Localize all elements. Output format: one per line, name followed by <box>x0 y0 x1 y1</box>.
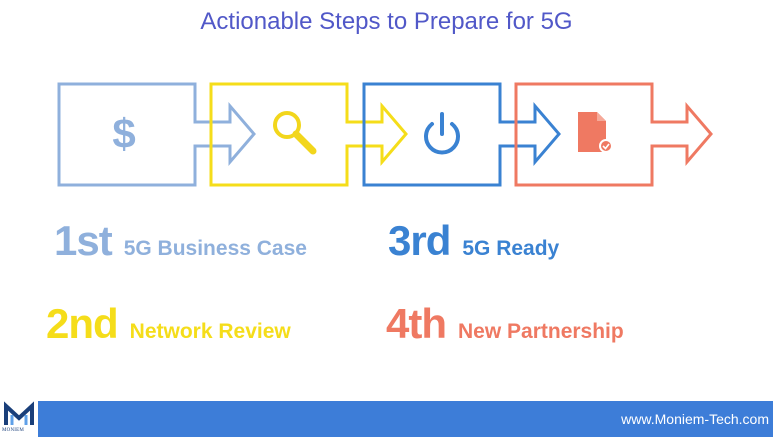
logo-text: MONIEM <box>2 428 25 433</box>
power-icon <box>424 112 460 155</box>
step-3-ordinal: 3rd <box>388 217 451 264</box>
website-url: www.Moniem-Tech.com <box>621 411 769 427</box>
moniem-logo: MONIEM <box>0 401 38 437</box>
step-2-name: Network Review <box>129 320 291 343</box>
step-1-label: 1st 5G Business Case <box>54 217 307 265</box>
step-1-ordinal: 1st <box>54 217 113 264</box>
logo-mark-icon <box>3 401 34 425</box>
step-2-arrow <box>209 82 408 187</box>
document-check-icon <box>578 112 613 153</box>
step-1-arrow: $ <box>57 82 256 187</box>
step-1-name: 5G Business Case <box>123 237 307 260</box>
step-3-label: 3rd 5G Ready <box>388 217 559 265</box>
step-3-name: 5G Ready <box>462 237 560 260</box>
step-3-arrow <box>362 82 561 187</box>
step-2-label: 2nd Network Review <box>46 300 291 348</box>
footer-bar: MONIEM www.Moniem-Tech.com <box>0 401 773 437</box>
slide-title: Actionable Steps to Prepare for 5G <box>200 8 573 35</box>
step-4-name: New Partnership <box>458 320 624 343</box>
step-4-arrow <box>514 82 713 187</box>
magnifier-icon <box>273 111 317 155</box>
svg-text:$: $ <box>112 110 135 157</box>
dollar-icon: $ <box>112 110 135 157</box>
step-4-label: 4th New Partnership <box>386 300 624 348</box>
step-2-ordinal: 2nd <box>46 300 119 347</box>
step-4-ordinal: 4th <box>386 300 447 347</box>
